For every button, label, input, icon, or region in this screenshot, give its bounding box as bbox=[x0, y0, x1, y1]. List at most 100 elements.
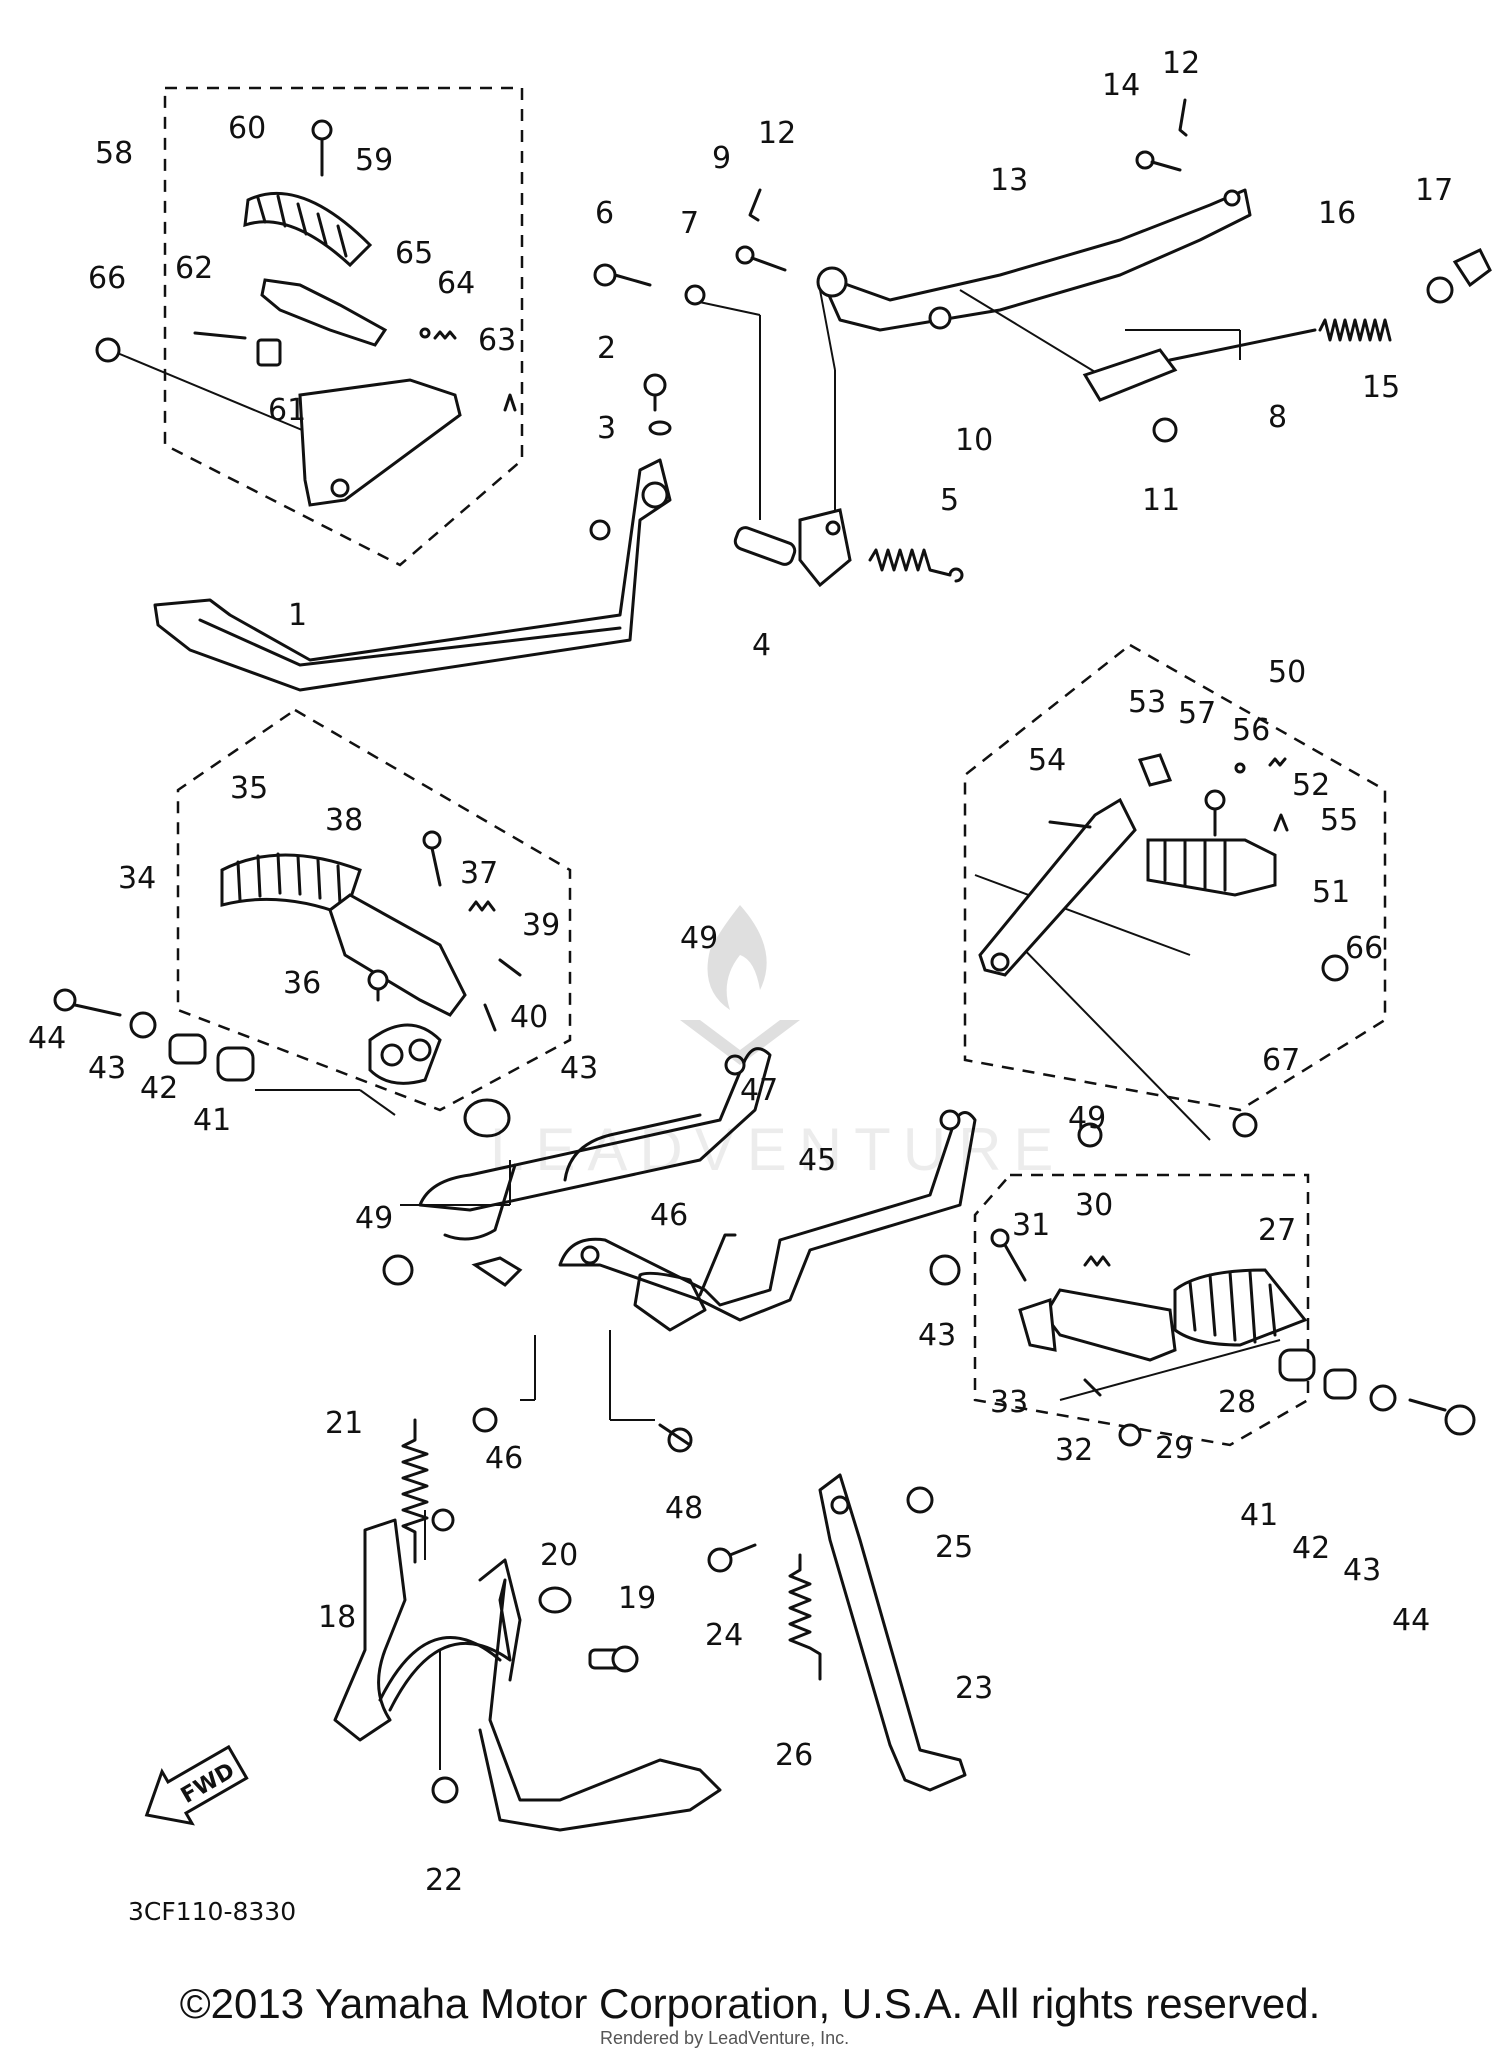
callout-11: 11 bbox=[1142, 483, 1180, 518]
callout-52: 52 bbox=[1292, 768, 1330, 803]
callout-16: 16 bbox=[1318, 196, 1356, 231]
callout-44a: 44 bbox=[28, 1021, 66, 1056]
callout-55: 55 bbox=[1320, 803, 1358, 838]
callout-12a: 12 bbox=[758, 116, 796, 151]
callout-32: 32 bbox=[1055, 1433, 1093, 1468]
callout-47: 47 bbox=[740, 1073, 778, 1108]
callout-18: 18 bbox=[318, 1600, 356, 1635]
copyright-notice: ©2013 Yamaha Motor Corporation, U.S.A. A… bbox=[179, 1980, 1321, 2027]
callout-37: 37 bbox=[460, 856, 498, 891]
callout-23: 23 bbox=[955, 1671, 993, 1706]
callout-44b: 44 bbox=[1392, 1603, 1430, 1638]
callout-65: 65 bbox=[395, 236, 433, 271]
callout-42a: 42 bbox=[140, 1071, 178, 1106]
side-stand bbox=[707, 1473, 967, 1792]
callout-51: 51 bbox=[1312, 875, 1350, 910]
callout-9: 9 bbox=[712, 141, 731, 176]
watermark-text: LEADVENTURE bbox=[490, 1116, 1066, 1183]
callout-20: 20 bbox=[540, 1538, 578, 1573]
small-hardware bbox=[593, 98, 1492, 443]
callout-19: 19 bbox=[618, 1581, 656, 1616]
callout-6: 6 bbox=[595, 196, 614, 231]
callout-60: 60 bbox=[228, 111, 266, 146]
callout-61: 61 bbox=[268, 393, 306, 428]
assembly-outline-50 bbox=[963, 643, 1387, 1112]
callout-21: 21 bbox=[325, 1406, 363, 1441]
callout-33: 33 bbox=[990, 1385, 1028, 1420]
callout-25: 25 bbox=[935, 1530, 973, 1565]
callout-27: 27 bbox=[1258, 1213, 1296, 1248]
callout-41a: 41 bbox=[193, 1103, 231, 1138]
diagram-code: 3CF110-8330 bbox=[128, 1897, 297, 1926]
callout-28: 28 bbox=[1218, 1385, 1256, 1420]
callout-17: 17 bbox=[1415, 173, 1453, 208]
callout-8: 8 bbox=[1268, 400, 1287, 435]
callout-7: 7 bbox=[680, 206, 699, 241]
callout-45: 45 bbox=[798, 1143, 836, 1178]
brake-pedal bbox=[153, 458, 672, 692]
callout-43a: 43 bbox=[88, 1051, 126, 1086]
callout-30: 30 bbox=[1075, 1188, 1113, 1223]
callout-64: 64 bbox=[437, 266, 475, 301]
footrest-assembly-27 bbox=[990, 1228, 1476, 1447]
parts-diagram: FWD 1 2 3 4 5 6 7 8 9 10 11 12 12 13 14 … bbox=[28, 46, 1492, 1898]
assembly-outline-27 bbox=[973, 1173, 1310, 1447]
callout-41b: 41 bbox=[1240, 1498, 1278, 1533]
callout-66b: 66 bbox=[1345, 931, 1383, 966]
leader-lines bbox=[114, 289, 1281, 1770]
callout-40: 40 bbox=[510, 1000, 548, 1035]
callout-22: 22 bbox=[425, 1863, 463, 1898]
callout-48: 48 bbox=[665, 1491, 703, 1526]
callout-49c: 49 bbox=[355, 1201, 393, 1236]
fwd-arrow: FWD bbox=[144, 1744, 249, 1826]
callout-12b: 12 bbox=[1162, 46, 1200, 81]
leadventure-watermark-icon bbox=[680, 905, 800, 1065]
callout-5: 5 bbox=[940, 483, 959, 518]
callout-54: 54 bbox=[1028, 743, 1066, 778]
callout-3: 3 bbox=[597, 411, 616, 446]
callout-15: 15 bbox=[1362, 370, 1400, 405]
callout-29: 29 bbox=[1155, 1431, 1193, 1466]
callout-49b: 49 bbox=[1068, 1101, 1106, 1136]
callout-26: 26 bbox=[775, 1738, 813, 1773]
callout-59: 59 bbox=[355, 143, 393, 178]
callout-13: 13 bbox=[990, 163, 1028, 198]
brake-adjuster-rod bbox=[1082, 318, 1392, 402]
callout-50: 50 bbox=[1268, 655, 1306, 690]
callout-36: 36 bbox=[283, 966, 321, 1001]
callout-31: 31 bbox=[1012, 1208, 1050, 1243]
footrest-assembly-58 bbox=[95, 119, 517, 507]
callout-46b: 46 bbox=[485, 1441, 523, 1476]
callout-46a: 46 bbox=[650, 1198, 688, 1233]
footrest-assembly-50 bbox=[978, 753, 1349, 1138]
callout-39: 39 bbox=[522, 908, 560, 943]
callout-38: 38 bbox=[325, 803, 363, 838]
assembly-outline-58 bbox=[163, 86, 524, 567]
brake-shaft bbox=[733, 508, 852, 588]
center-stand bbox=[333, 1508, 722, 1832]
callout-24: 24 bbox=[705, 1618, 743, 1653]
callout-43c: 43 bbox=[918, 1318, 956, 1353]
assembly-outline-34 bbox=[176, 708, 572, 1112]
callout-62: 62 bbox=[175, 251, 213, 286]
callout-10: 10 bbox=[955, 423, 993, 458]
callout-1: 1 bbox=[288, 598, 307, 633]
callout-35: 35 bbox=[230, 771, 268, 806]
callout-labels: 1 2 3 4 5 6 7 8 9 10 11 12 12 13 14 15 1… bbox=[28, 46, 1453, 1898]
callout-4: 4 bbox=[752, 628, 771, 663]
callout-2: 2 bbox=[597, 331, 616, 366]
callout-14: 14 bbox=[1102, 68, 1140, 103]
brake-rod bbox=[816, 188, 1252, 332]
rendered-by-notice: Rendered by LeadVenture, Inc. bbox=[600, 2028, 850, 2048]
callout-43d: 43 bbox=[1343, 1553, 1381, 1588]
callout-57: 57 bbox=[1178, 696, 1216, 731]
callout-58: 58 bbox=[95, 136, 133, 171]
return-spring-5 bbox=[868, 548, 964, 583]
callout-34: 34 bbox=[118, 861, 156, 896]
center-stand-spring bbox=[401, 1418, 429, 1564]
callout-53: 53 bbox=[1128, 685, 1166, 720]
callout-67: 67 bbox=[1262, 1043, 1300, 1078]
footrest-stay-frame bbox=[382, 1047, 1103, 1453]
callout-66a: 66 bbox=[88, 261, 126, 296]
callout-42b: 42 bbox=[1292, 1531, 1330, 1566]
